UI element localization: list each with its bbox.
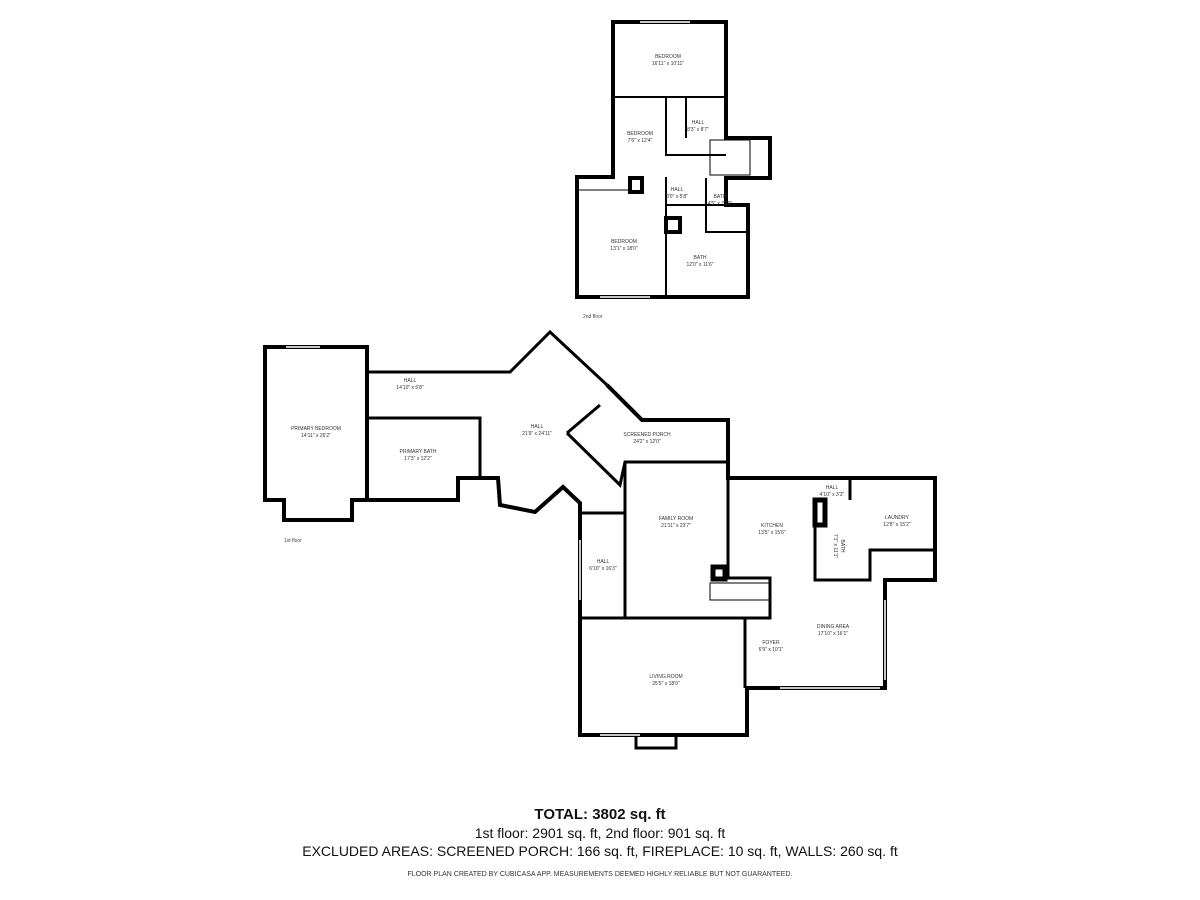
wall-interior — [665, 97, 726, 156]
wall-primary-bath — [367, 416, 482, 478]
disclaimer: FLOOR PLAN CREATED BY CUBICASA APP. MEAS… — [407, 871, 793, 878]
room-size: 4'10" x 3'3" — [819, 492, 845, 498]
room-size: 8'3" x 8'7" — [687, 127, 709, 133]
total-area: TOTAL: 3802 sq. ft — [534, 806, 666, 823]
room-size: 21'11" x 23'7" — [661, 523, 691, 529]
room-name: BEDROOM — [627, 131, 653, 137]
room-size: 14'11" x 26'2" — [301, 433, 331, 439]
room-name: BEDROOM — [611, 239, 637, 245]
stairs — [709, 582, 771, 601]
room-size: 12'8" x 15'2" — [883, 522, 911, 528]
stairs — [709, 139, 751, 176]
wall-screened-porch — [565, 431, 728, 488]
room-name: FOYER — [762, 640, 780, 646]
wall-screened-porch — [566, 403, 601, 435]
room-name: BATH — [839, 539, 845, 553]
room-size: 4'5" x 7'10" — [707, 201, 733, 207]
room-name: KITCHEN — [761, 523, 783, 529]
room-size: 17'10" x 16'1" — [817, 631, 849, 637]
room-size: 21'9" x 24'11" — [522, 431, 552, 437]
fireplace — [634, 733, 678, 750]
wall-bath-laundry — [813, 500, 935, 582]
room-size: 7'6" x 12'4" — [627, 138, 653, 144]
room-name: HALL — [670, 187, 684, 193]
room-name: PRIMARY BATH — [399, 449, 437, 455]
excluded-areas: EXCLUDED AREAS: SCREENED PORCH: 166 sq. … — [302, 843, 898, 859]
room-size: 17'3" x 12'2" — [404, 456, 432, 462]
wall-primary-bedroom — [263, 345, 369, 522]
room-name: HALL — [530, 424, 544, 430]
room-size: 13'5" x 15'6" — [758, 530, 786, 536]
room-name: PRIMARY BEDROOM — [291, 426, 341, 432]
room-name: LIVING ROOM — [649, 674, 683, 680]
room-name: HALL — [596, 559, 610, 565]
room-size: 16'11" x 10'11" — [651, 61, 685, 67]
chimney — [710, 564, 728, 582]
floor-label-2nd: 2nd floor — [583, 314, 603, 320]
room-name: FAMILY ROOM — [658, 516, 694, 522]
room-name: HALL — [403, 378, 417, 384]
room-size: 13'1" x 18'0" — [610, 246, 638, 252]
room-size: 25'5" x 18'0" — [652, 681, 680, 687]
room-size: 24'2" x 12'0" — [633, 439, 661, 445]
floor-label-1st: 1st floor — [284, 538, 302, 544]
wall-hall-north — [367, 329, 609, 387]
room-size: 6'9" x 10'1" — [758, 647, 784, 653]
chimney — [812, 497, 828, 528]
room-size: 6'10" x 16'3" — [589, 566, 617, 572]
chimney — [628, 176, 644, 194]
room-name: BATH — [713, 194, 727, 200]
room-name: DINING AREA — [816, 624, 850, 630]
room-size: 14'10" x 6'8" — [396, 385, 424, 391]
room-name: BEDROOM — [655, 54, 681, 60]
room-size: 7'1" x 11'1" — [832, 533, 838, 559]
floor-areas: 1st floor: 2901 sq. ft, 2nd floor: 901 s… — [474, 825, 726, 841]
room-size: 12'0" x 11'6" — [686, 262, 714, 268]
room-name: HALL — [691, 120, 705, 126]
chimney — [664, 216, 682, 234]
room-name: BATH — [693, 255, 707, 261]
room-name: HALL — [825, 485, 839, 491]
wall-family-room — [580, 478, 772, 620]
room-name: LAUNDRY — [885, 515, 909, 521]
wall-interior — [705, 178, 748, 233]
room-size: 3'0" x 5'8" — [666, 194, 688, 200]
room-name: SCREENED PORCH — [623, 432, 671, 438]
